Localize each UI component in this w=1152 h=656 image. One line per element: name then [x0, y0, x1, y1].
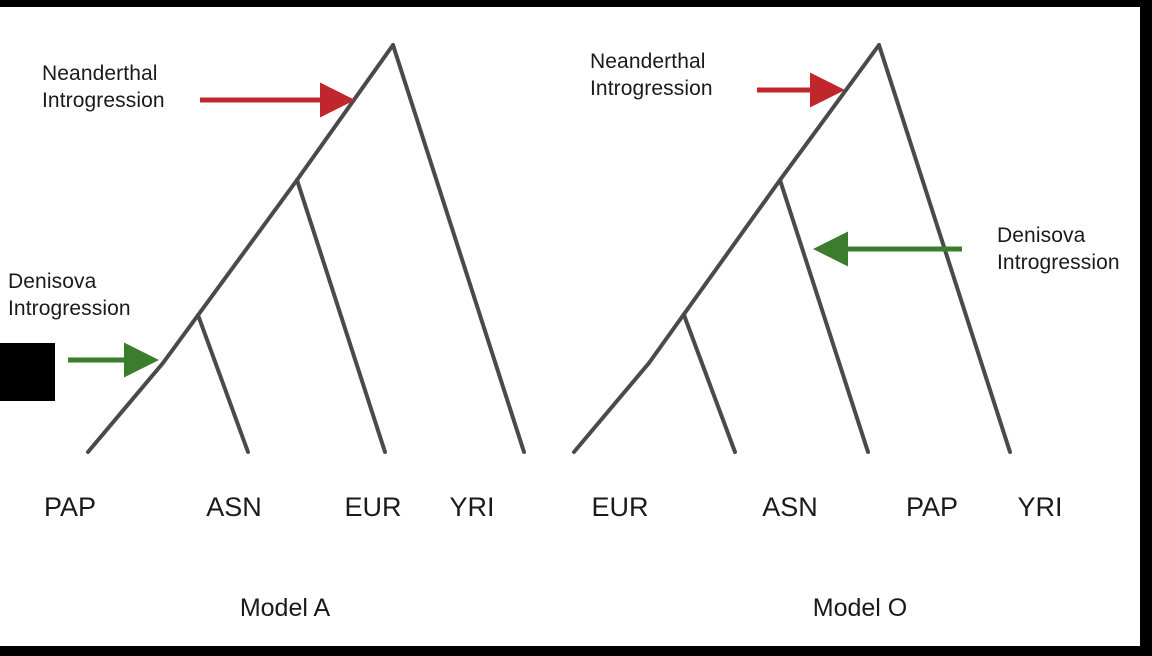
model-a-denisova-line1: Denisova: [8, 270, 97, 293]
model-o-branch-root-left: [778, 43, 881, 182]
occlusion-block: [0, 343, 55, 401]
model-a-neanderthal-line2: Introgression: [42, 89, 165, 112]
model-a-caption: Model A: [239, 594, 331, 622]
model-a-branch-pap: [86, 361, 165, 454]
model-a-branch-inner-left: [161, 178, 299, 365]
model-a-denisova-label: Denisova Introgression: [8, 268, 131, 322]
model-o-branch-pap: [778, 178, 870, 454]
model-o-branch-inner-left: [647, 178, 782, 365]
model-a-branch-root-left: [295, 43, 395, 182]
model-a-denisova-line2: Introgression: [8, 297, 131, 320]
model-a-leaf-label-pap: PAP: [43, 492, 97, 522]
model-o-leaf-label-eur: EUR: [591, 492, 649, 522]
model-a-leaf-label-yri: YRI: [449, 492, 495, 522]
model-o-leaf-label-yri: YRI: [1017, 492, 1063, 522]
model-o-branch-asn: [682, 313, 737, 454]
model-a-branch-eur: [295, 178, 387, 454]
model-a-leaf-label-asn: ASN: [206, 492, 262, 522]
model-a-branch-yri: [391, 43, 526, 454]
model-o-caption: Model O: [812, 594, 908, 622]
frame-bar-bottom: [0, 646, 1152, 656]
model-a-branch-asn: [196, 313, 250, 454]
model-o-neanderthal-line2: Introgression: [590, 77, 713, 100]
frame-bar-right: [1140, 0, 1152, 656]
model-o-denisova-line1: Denisova: [997, 224, 1086, 247]
model-o-denisova-line2: Introgression: [997, 251, 1120, 274]
model-o-leaf-label-pap: PAP: [905, 492, 959, 522]
model-o-branch-eur: [572, 361, 651, 454]
model-o-neanderthal-line1: Neanderthal: [590, 50, 706, 73]
model-o-leaf-label-asn: ASN: [762, 492, 818, 522]
model-a-leaf-label-eur: EUR: [344, 492, 402, 522]
frame-bar-top: [0, 0, 1152, 7]
model-a-neanderthal-label: Neanderthal Introgression: [42, 60, 165, 114]
model-o-neanderthal-label: Neanderthal Introgression: [590, 48, 713, 102]
model-a-neanderthal-line1: Neanderthal: [42, 62, 158, 85]
model-o-denisova-label: Denisova Introgression: [997, 222, 1120, 276]
